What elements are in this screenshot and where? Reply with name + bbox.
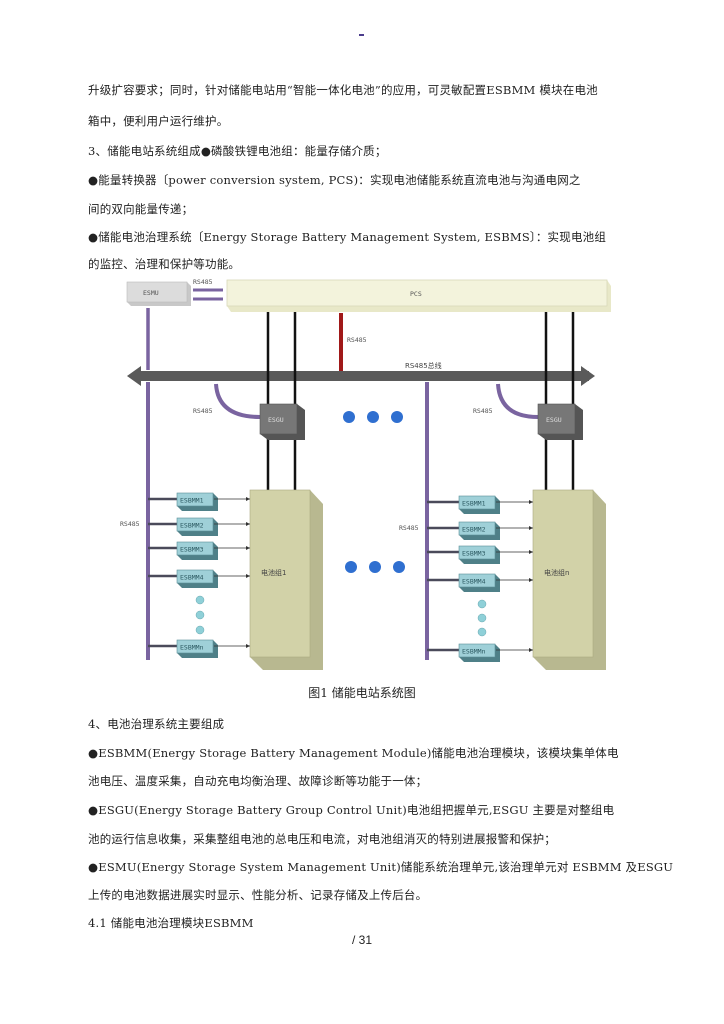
rs485-modules-right-label: RS485 bbox=[399, 524, 419, 532]
battery-group-right: 电池组n bbox=[532, 489, 606, 670]
esbmm-module: ESBMMn bbox=[427, 643, 533, 662]
esbmm-module: ESBMM3 bbox=[427, 545, 533, 564]
figure-caption: 图1 储能电站系统图 bbox=[308, 686, 416, 700]
bus-label: RS485总线 bbox=[405, 361, 442, 370]
rs485-esgu-right-label: RS485 bbox=[473, 407, 493, 415]
power-lines-left bbox=[266, 312, 297, 494]
ellipsis-dots-lower bbox=[345, 561, 405, 573]
rs485-bus bbox=[127, 366, 595, 386]
rs485-esgu-left-label: RS485 bbox=[193, 407, 213, 415]
subsection-heading: 4.1 储能电池治理模块ESBMM bbox=[88, 916, 254, 930]
esbmm-module: ESBMM2 bbox=[148, 517, 250, 536]
paragraph-line: 箱中，便利用户运行维护。 bbox=[88, 114, 229, 128]
module-ellipsis-left bbox=[195, 595, 205, 635]
paragraph-line: 升级扩容要求；同时，针对储能电站用“智能一体化电池”的应用，可灵敏配置ESBMM… bbox=[88, 83, 598, 97]
esbmm-label: ESBMM1 bbox=[462, 500, 486, 508]
power-lines-right bbox=[544, 312, 575, 494]
section-heading: 3、储能电站系统组成●磷酸铁锂电池组：能量存储介质； bbox=[88, 144, 387, 158]
system-diagram: PCS ESMU RS485 RS485 RS485总线 RS485 ESGU bbox=[120, 278, 611, 670]
bullet-line: ●能量转换器〔power conversion system, PCS)：实现电… bbox=[88, 173, 581, 187]
esbmm-module: ESBMM1 bbox=[148, 492, 250, 511]
rs485-modules-left-label: RS485 bbox=[120, 520, 140, 528]
paragraph-line: 池的运行信息收集，采集整组电池的总电压和电流，对电池组消灭的特别进展报警和保护； bbox=[88, 832, 556, 846]
esgu-left-link bbox=[214, 383, 261, 419]
bullet-line: ●储能电池治理系统〔Energy Storage Battery Managem… bbox=[88, 230, 607, 244]
esbmm-label: ESBMMn bbox=[462, 648, 486, 656]
paragraph-line: 的监控、治理和保护等功能。 bbox=[88, 257, 241, 271]
paragraph-line: 池电压、温度采集，自动充电均衡治理、故障诊断等功能于一体； bbox=[88, 774, 428, 788]
esbmm-label: ESBMM3 bbox=[462, 550, 486, 558]
esmu-label: ESMU bbox=[143, 289, 159, 297]
pcs-box: PCS bbox=[226, 279, 611, 312]
esgu-left-box: ESGU bbox=[259, 403, 305, 440]
esgu-left-label: ESGU bbox=[268, 416, 284, 424]
header-mark bbox=[359, 34, 364, 36]
esgu-right-link bbox=[496, 383, 539, 419]
page-number: / 31 bbox=[351, 933, 372, 947]
rs485-top-label: RS485 bbox=[193, 278, 213, 286]
esmu-pcs-link bbox=[193, 288, 223, 301]
battery-right-label: 电池组n bbox=[544, 568, 569, 577]
esbmm-module: ESBMM4 bbox=[427, 573, 533, 592]
esgu-right-box: ESGU bbox=[537, 403, 583, 440]
esbmm-label: ESBMM4 bbox=[462, 578, 486, 586]
esbmm-module: ESBMMn bbox=[148, 639, 250, 658]
esbmm-label: ESBMM2 bbox=[180, 522, 204, 530]
paragraph-line: 上传的电池数据进展实时显示、性能分析、记录存储及上传后台。 bbox=[88, 888, 428, 902]
module-ellipsis-right bbox=[477, 599, 487, 637]
pcs-label: PCS bbox=[410, 290, 422, 298]
section-heading: 4、电池治理系统主要组成 bbox=[88, 717, 225, 731]
esmu-box: ESMU bbox=[126, 281, 191, 306]
ellipsis-dots-upper bbox=[343, 411, 403, 423]
rs485-red-label: RS485 bbox=[347, 336, 367, 344]
bullet-line: ●ESMU(Energy Storage System Management U… bbox=[88, 860, 674, 874]
esbmm-module: ESBMM1 bbox=[427, 495, 533, 514]
esbmm-label: ESBMM4 bbox=[180, 574, 204, 582]
bullet-line: ●ESBMM(Energy Storage Battery Management… bbox=[88, 746, 619, 760]
esbmm-module: ESBMM4 bbox=[148, 569, 250, 588]
esbmm-label: ESBMM2 bbox=[462, 526, 486, 534]
paragraph-line: 间的双向能量传递； bbox=[88, 202, 194, 216]
esbmm-module: ESBMM3 bbox=[148, 541, 250, 560]
battery-left-label: 电池组1 bbox=[261, 568, 286, 577]
esgu-right-label: ESGU bbox=[546, 416, 562, 424]
battery-group-left: 电池组1 bbox=[249, 489, 323, 670]
esbmm-label: ESBMMn bbox=[180, 644, 204, 652]
esbmm-label: ESBMM1 bbox=[180, 497, 204, 505]
bullet-line: ●ESGU(Energy Storage Battery Group Contr… bbox=[88, 803, 615, 817]
esbmm-label: ESBMM3 bbox=[180, 546, 204, 554]
esbmm-module: ESBMM2 bbox=[427, 521, 533, 540]
